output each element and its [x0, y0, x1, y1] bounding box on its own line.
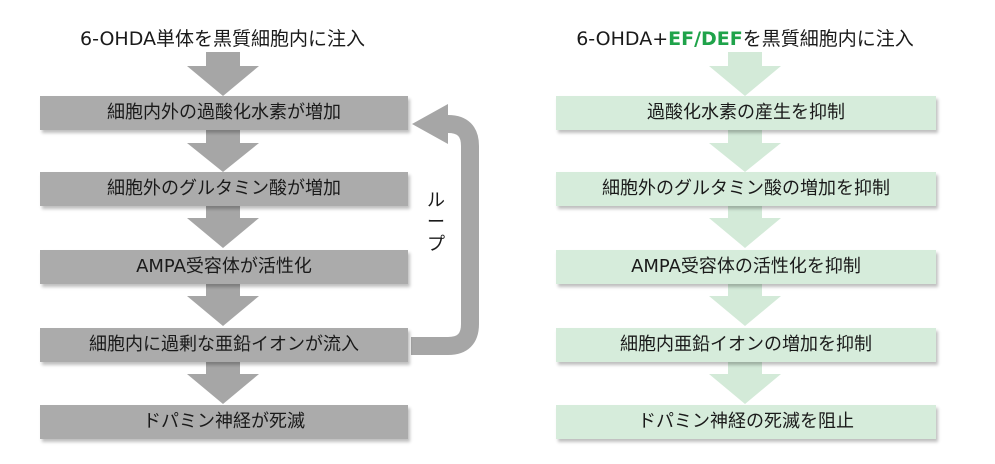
- right-down-arrow-2: [709, 130, 781, 172]
- left-step-3: AMPA受容体が活性化: [40, 250, 408, 284]
- left-down-arrow-2: [187, 130, 259, 172]
- left-step-5: ドパミン神経が死滅: [40, 405, 408, 439]
- left-down-arrow-5: [187, 362, 259, 404]
- right-step-3: AMPA受容体の活性化を抑制: [556, 250, 936, 284]
- left-step-4: 細胞内に過剰な亜鉛イオンが流入: [40, 328, 408, 362]
- right-down-arrow-1: [709, 52, 781, 96]
- left-title: 6-OHDA単体を黒質細胞内に注入: [79, 28, 365, 50]
- right-down-arrow-3: [709, 206, 781, 248]
- right-step-4: 細胞内亜鉛イオンの増加を抑制: [556, 328, 936, 362]
- right-step-2: 細胞外のグルタミン酸の増加を抑制: [556, 172, 936, 206]
- right-title-prefix: 6-OHDA+: [576, 28, 669, 50]
- loop-label-char-3: プ: [427, 234, 445, 255]
- left-down-arrow-4: [187, 284, 259, 326]
- right-title-suffix: を黒質細胞内に注入: [742, 28, 914, 50]
- right-step-1: 過酸化水素の産生を抑制: [556, 96, 936, 130]
- left-down-arrow-3: [187, 206, 259, 248]
- right-step-5: ドパミン神経の死滅を阻止: [556, 405, 936, 439]
- left-step-2: 細胞外のグルタミン酸が増加: [40, 172, 408, 206]
- right-down-arrow-4: [709, 284, 781, 326]
- right-title: 6-OHDA+EF/DEFを黒質細胞内に注入: [555, 24, 935, 54]
- right-down-arrow-5: [709, 362, 781, 404]
- left-step-1: 細胞内外の過酸化水素が増加: [40, 96, 408, 130]
- loop-label-char-1: ル: [427, 190, 445, 211]
- right-title-accent: EF/DEF: [668, 28, 743, 50]
- loop-label-char-2: ー: [427, 212, 445, 233]
- left-down-arrow-1: [187, 52, 259, 96]
- loop-label: ル ー プ: [424, 190, 448, 256]
- loop-arrow: [411, 104, 479, 355]
